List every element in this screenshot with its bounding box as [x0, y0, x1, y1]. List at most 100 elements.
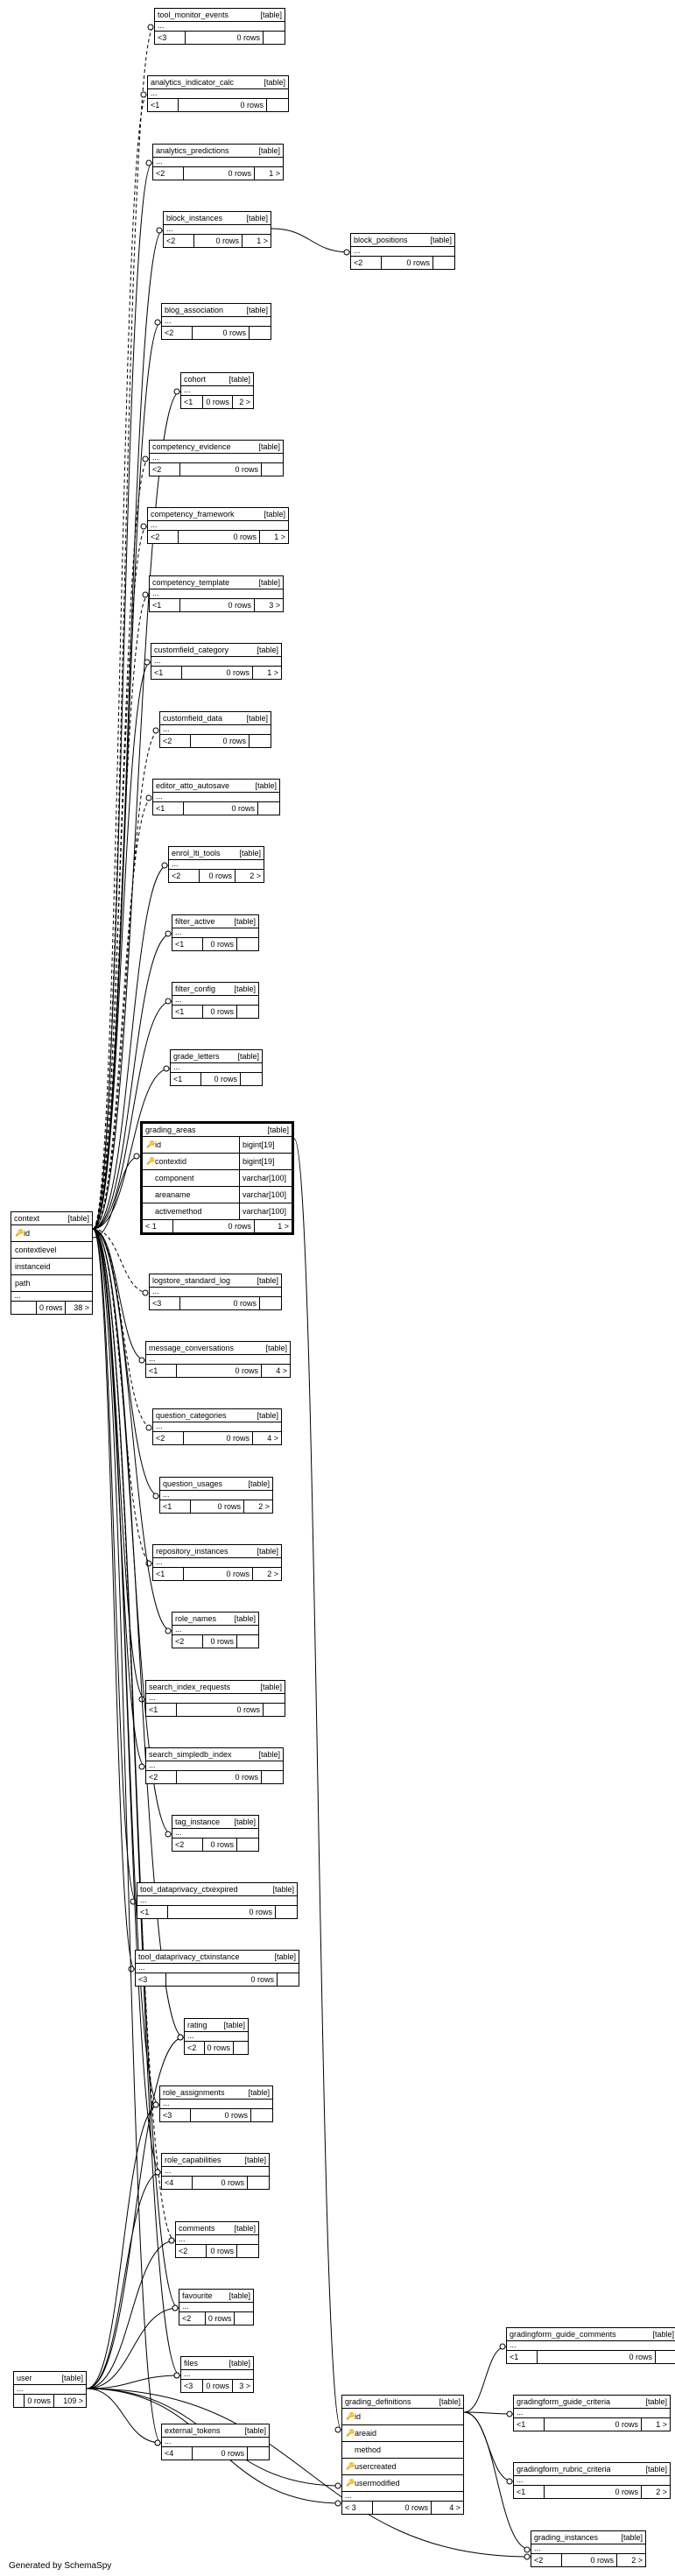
parents-count	[248, 2447, 269, 2460]
row-count: 0 rows	[177, 1365, 262, 1377]
children-count: <2	[531, 2554, 562, 2566]
primary-key-icon: 🔑	[346, 2412, 355, 2420]
table-ellipsis: ...	[14, 2385, 86, 2395]
children-count: <1	[150, 599, 180, 611]
table-header: question_usages[table]	[160, 1478, 272, 1491]
parents-count	[250, 327, 271, 339]
relationship-line	[92, 1228, 185, 2038]
table-name: block_instances	[166, 214, 223, 222]
relationship-line	[463, 2411, 531, 2551]
row-count: 0 rows	[184, 1568, 253, 1580]
parents-count: 2 >	[258, 1502, 270, 1511]
children-count: <1	[172, 1006, 203, 1018]
table-type: [table]	[237, 1052, 259, 1061]
table-ellipsis: ...	[162, 317, 271, 327]
table-ellipsis: ...	[181, 2370, 253, 2380]
table-type: [table]	[248, 2088, 270, 2097]
parents-count	[248, 2177, 269, 2189]
table-ellipsis: ...	[151, 657, 281, 667]
table-ellipsis: ...	[160, 725, 271, 735]
row-count: 0 rows	[191, 2109, 251, 2121]
parents-count	[267, 99, 288, 111]
table-type: [table]	[645, 2397, 667, 2406]
relationship-line	[463, 2411, 514, 2415]
table-context[interactable]: context[table] 🔑id contextlevel instance…	[11, 1211, 93, 1315]
table-type: [table]	[257, 1276, 278, 1285]
table-ellipsis: ...	[153, 793, 279, 802]
parents-count	[234, 2042, 248, 2054]
row-count: 0 rows	[205, 2042, 235, 2054]
table-header: block_instances[table]	[164, 212, 271, 225]
crowfoot-marker	[173, 388, 180, 395]
column-path: path	[11, 1275, 92, 1292]
table-header: editor_atto_autosave[table]	[153, 780, 279, 793]
row-count: 0 rows	[182, 667, 253, 679]
table-tool-dataprivacy-ctxinstance[interactable]: tool_dataprivacy_ctxinstance[table]...<3…	[135, 1950, 299, 1987]
row-count: 0 rows	[168, 1906, 276, 1918]
table-header: grade_letters[table]	[171, 1050, 262, 1063]
table-type: [table]	[621, 2533, 643, 2542]
table-header: user[table]	[14, 2372, 86, 2385]
relationship-line	[92, 933, 172, 1230]
children-count: <1	[146, 1704, 177, 1716]
table-type: [table]	[244, 2426, 266, 2435]
table-grading-definitions[interactable]: grading_definitions[table] 🔑id 🔑areaid m…	[341, 2395, 464, 2515]
table-name: repository_instances	[156, 1547, 229, 1556]
relationship-line	[92, 661, 151, 1230]
table-name: block_positions	[354, 236, 408, 244]
children-count: <2	[150, 463, 180, 476]
table-ellipsis: ...	[150, 1288, 281, 1297]
relationship-line	[86, 2104, 160, 2389]
table-header: competency_framework[table]	[148, 508, 288, 521]
crowfoot-marker	[499, 2343, 506, 2350]
children-count: <2	[185, 2042, 205, 2054]
children-count: <1	[151, 667, 182, 679]
